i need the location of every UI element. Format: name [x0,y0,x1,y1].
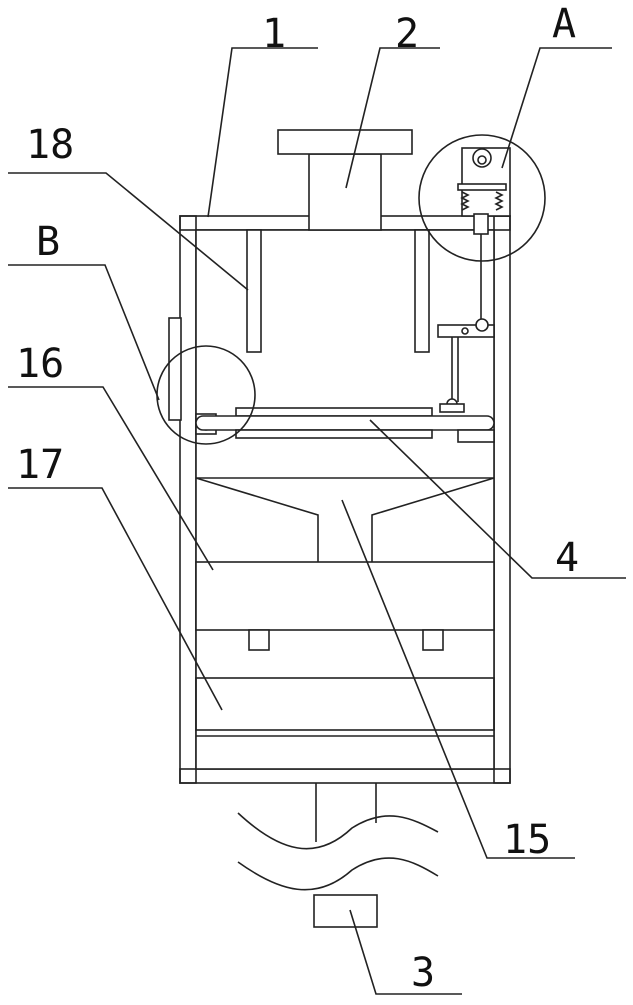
label-4: 4 [555,535,579,581]
label-17: 17 [16,442,64,488]
label-18: 18 [26,122,74,168]
label-2: 2 [395,11,419,57]
label-15: 15 [503,817,551,863]
label-a: A [552,1,576,47]
label-1: 1 [262,11,286,57]
right-baffle [414,229,430,353]
housing [179,215,511,784]
funnel [195,477,495,562]
outlet-pipe [237,783,439,928]
label-b: B [36,219,60,265]
inlet-pipe [277,129,413,231]
label-3: 3 [411,950,435,996]
leader-lines [8,47,626,995]
carbon-layer [195,677,495,731]
drive-mechanism [437,147,511,413]
filter-box [195,561,495,651]
label-16: 16 [16,341,64,387]
left-baffle [246,229,262,353]
detail-circle-a [418,134,546,262]
